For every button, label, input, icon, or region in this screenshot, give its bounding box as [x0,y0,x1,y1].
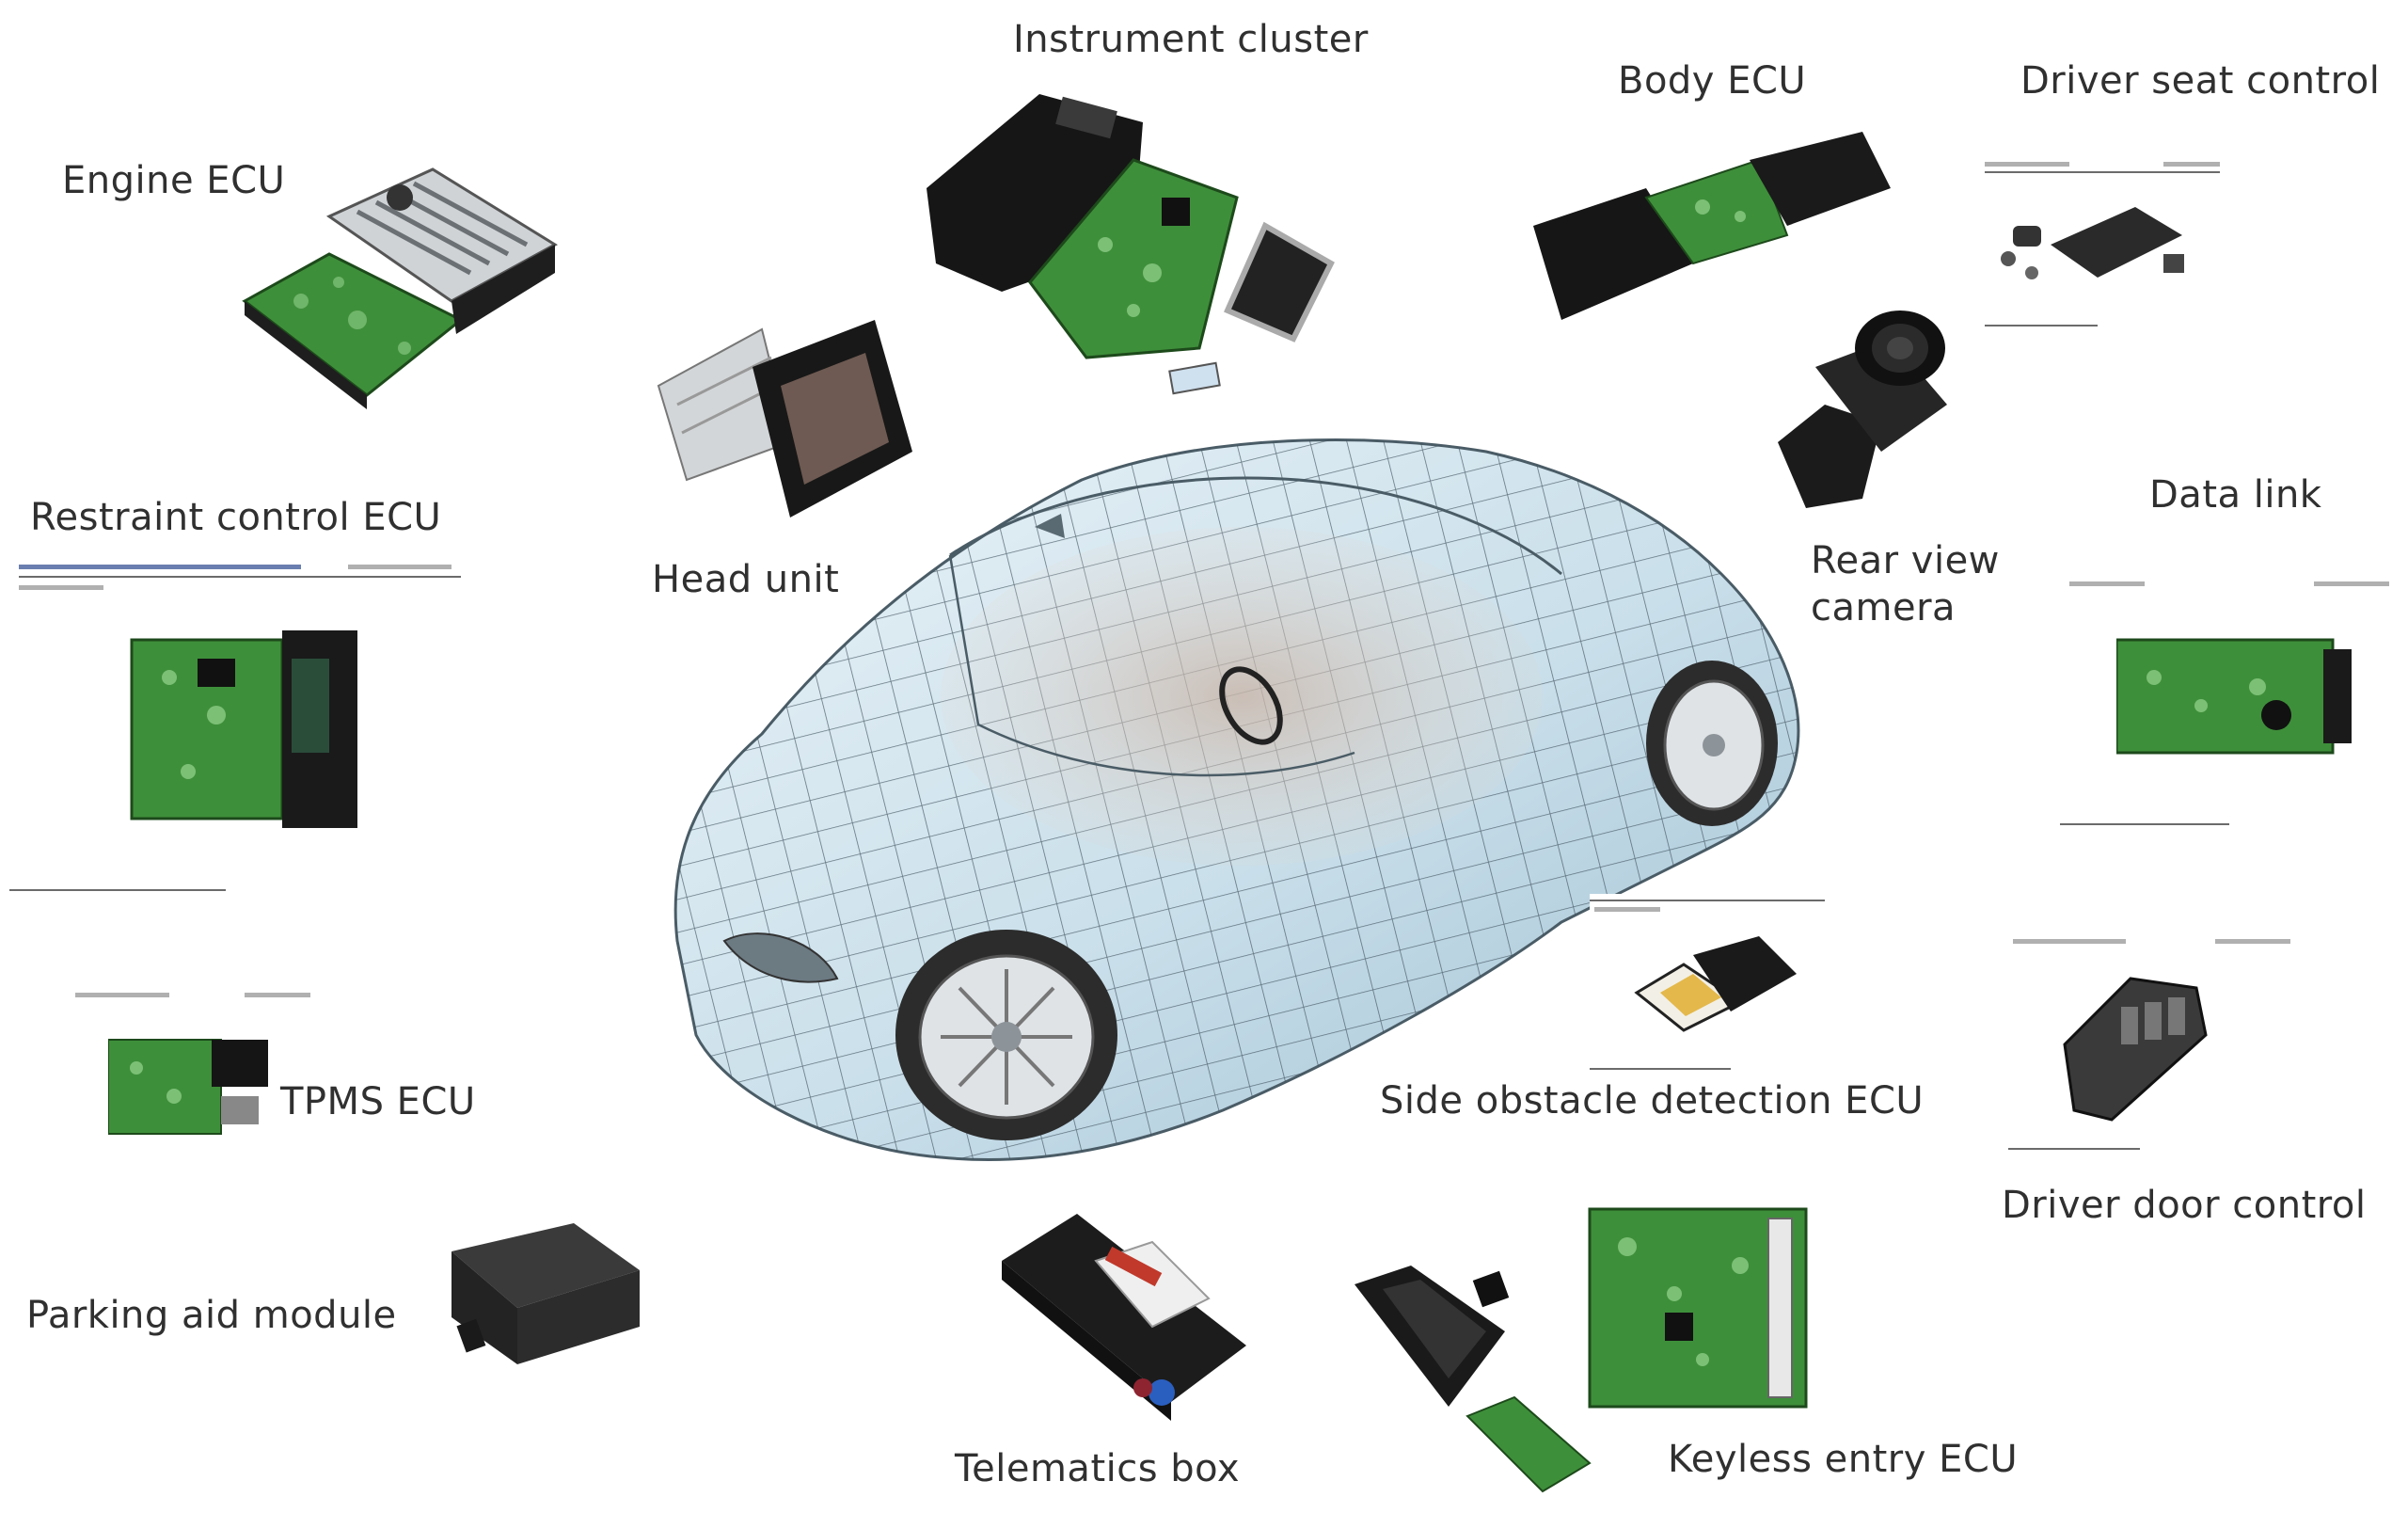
tpms-ecu-label: TPMS ECU [280,1080,476,1123]
rear-view-camera-label-line2: camera [1811,586,1956,629]
head-unit-label: Head unit [652,558,840,601]
data-link-label: Data link [2149,473,2322,517]
driver-door-control-label: Driver door control [2002,1184,2367,1227]
tpms-ecu-image [71,988,325,1167]
engine-ecu-label: Engine ECU [62,159,286,202]
rear-view-camera-image [1778,311,1947,508]
car-wireframe-illustration [673,438,1800,1162]
rear-view-camera-label-line1: Rear view [1811,539,2000,582]
restraint-control-ecu-label: Restraint control ECU [30,496,442,539]
instrument-cluster-image [927,94,1335,395]
engine-ecu-image [242,167,558,409]
body-ecu-label: Body ECU [1618,59,1807,103]
telematics-box-image [1002,1214,1246,1421]
driver-door-control-image [2008,932,2300,1153]
telematics-box-label: Telematics box [955,1447,1241,1490]
parking-aid-module-image [452,1223,640,1364]
instrument-cluster-label: Instrument cluster [1013,18,1369,61]
keyless-entry-ecu-label: Keyless entry ECU [1668,1438,2019,1481]
driver-seat-control-image [1975,151,2229,339]
side-obstacle-detection-ecu-label: Side obstacle detection ECU [1380,1079,1925,1123]
body-ecu-image [1533,132,1891,320]
keyless-entry-ecu-image [1354,1207,1808,1493]
side-obstacle-detection-ecu-image [1590,894,1825,1073]
data-link-image [2060,574,2399,828]
head-unit-image [657,320,912,518]
driver-seat-control-label: Driver seat control [2020,59,2381,103]
parking-aid-module-label: Parking aid module [26,1294,397,1337]
restraint-control-ecu-image [9,555,470,894]
